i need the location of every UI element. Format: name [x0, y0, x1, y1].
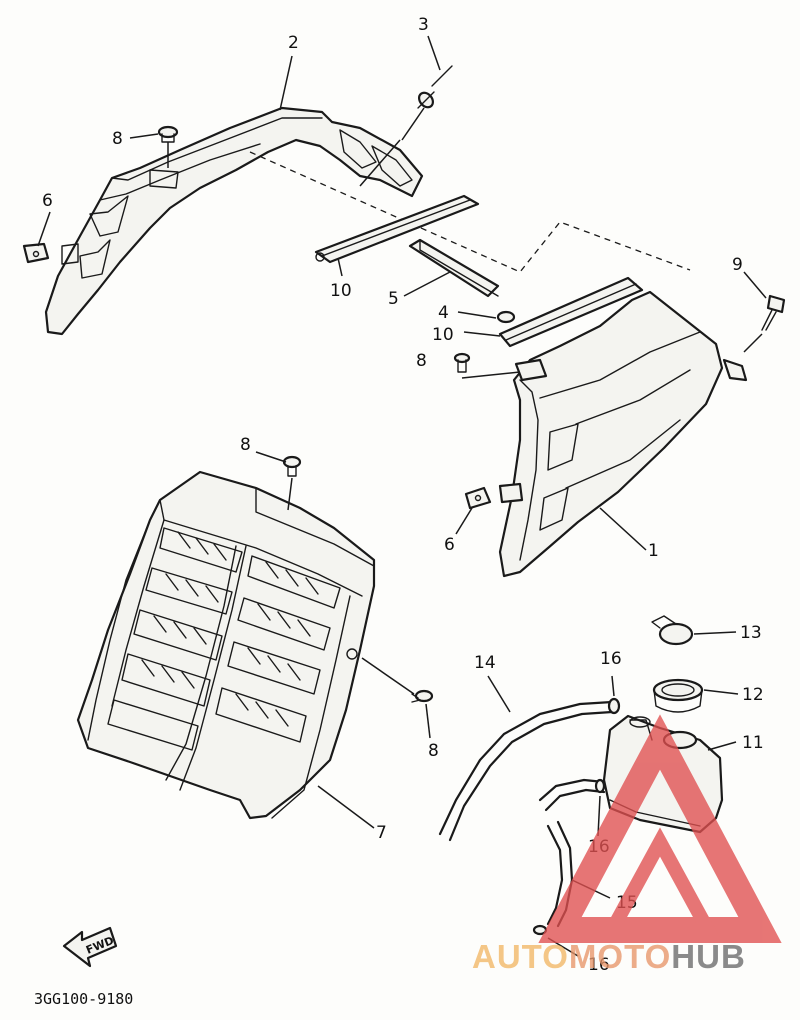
callout-16-top: 16 — [600, 649, 622, 669]
part-12-filler-neck — [652, 678, 704, 713]
callout-13: 13 — [740, 623, 762, 643]
watermark-moto: MOTO — [569, 938, 671, 975]
watermark-text: AUTOMOTOHUB — [472, 938, 746, 975]
watermark-logo: AUTOMOTOHUB — [472, 714, 782, 975]
part-8-bolt-top — [157, 125, 179, 168]
part-9-bolt — [743, 294, 786, 353]
part-8-bolt-grille-side — [361, 657, 434, 703]
fwd-arrow: FWD — [62, 926, 118, 968]
callout-5: 5 — [388, 289, 399, 309]
watermark-hub: HUB — [671, 938, 746, 975]
callout-8-top: 8 — [112, 129, 123, 149]
part-4-washer — [496, 310, 516, 324]
callout-8-middle: 8 — [416, 351, 427, 371]
callout-1: 1 — [648, 541, 659, 561]
part-5-sponge — [408, 238, 500, 298]
part-10-seal-strip-lower — [498, 276, 644, 348]
part-8-bolt-middle — [453, 352, 521, 379]
part-3-rivet — [401, 65, 453, 141]
callout-8-grille-top: 8 — [240, 435, 251, 455]
callout-16-bottom: 16 — [588, 955, 610, 975]
callout-8-grille-side: 8 — [428, 741, 439, 761]
callout-3: 3 — [418, 15, 429, 35]
callout-6-left: 6 — [42, 191, 53, 211]
part-6-clip-right — [464, 486, 492, 510]
part-2-left-shroud — [44, 106, 424, 336]
callout-10-lower: 10 — [432, 325, 454, 345]
watermark-auto: AUTO — [472, 938, 569, 975]
part-13-tank-cap — [651, 615, 694, 646]
part-6-clip-left — [22, 242, 50, 264]
callout-2: 2 — [288, 33, 299, 53]
callout-10-upper: 10 — [330, 281, 352, 301]
part-8-bolt-grille-top — [282, 455, 302, 511]
part-10-seal-strip-upper — [314, 194, 480, 264]
callout-7: 7 — [376, 823, 387, 843]
part-7-radiator-grille — [76, 470, 376, 820]
callout-9: 9 — [732, 255, 743, 275]
callout-14: 14 — [474, 653, 496, 673]
callout-11: 11 — [742, 733, 764, 753]
drawing-code: 3GG100-9180 — [34, 990, 133, 1008]
callout-4: 4 — [438, 303, 449, 323]
part-14-overflow-hose — [438, 700, 614, 842]
part-1-right-shroud — [498, 290, 748, 578]
callout-6-right: 6 — [444, 535, 455, 555]
assembly-dashed-lines — [249, 139, 691, 341]
callout-12: 12 — [742, 685, 764, 705]
